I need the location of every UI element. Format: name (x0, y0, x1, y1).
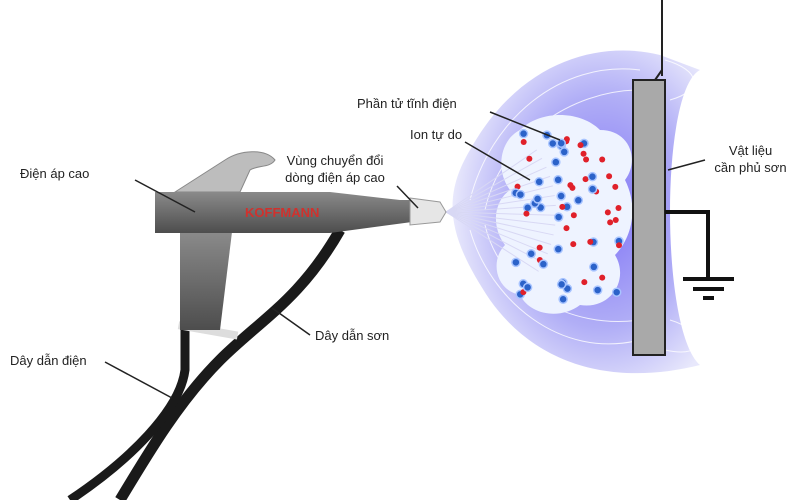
positive-ion (582, 176, 589, 183)
positive-ion (577, 142, 584, 149)
label-free-ion: Ion tự do (410, 127, 463, 142)
positive-ion (523, 210, 530, 217)
negative-particle (522, 282, 533, 293)
label-conversion-zone: Vùng chuyển đổi dòng điện áp cao (270, 152, 400, 186)
positive-ion (587, 238, 594, 245)
negative-particle (534, 177, 544, 187)
positive-ion (536, 244, 543, 251)
positive-ion (599, 274, 606, 281)
positive-ion (583, 156, 590, 163)
negative-particle (556, 138, 566, 148)
positive-ion (559, 203, 566, 210)
ground-icon (665, 210, 734, 300)
label-material-line2: cần phủ sơn (714, 160, 787, 175)
positive-ion (567, 182, 574, 189)
positive-ion (514, 183, 521, 190)
negative-particle (587, 171, 598, 182)
positive-ion (526, 155, 533, 162)
negative-particle (515, 189, 526, 200)
charged-particles (510, 128, 624, 304)
negative-particle (553, 175, 563, 185)
spray-line (445, 211, 552, 245)
spray-gun-hook (173, 151, 276, 193)
spray-line (445, 149, 538, 213)
positive-ion (612, 183, 619, 190)
negative-particle (526, 248, 536, 259)
label-conversion-zone-line2: dòng điện áp cao (285, 170, 385, 185)
spray-line (445, 157, 543, 213)
spray-lines (445, 149, 556, 272)
positive-ion (607, 219, 614, 226)
spray-gun-body (155, 192, 412, 233)
positive-ion (615, 204, 622, 211)
negative-particle (538, 259, 549, 269)
positive-ion (570, 241, 577, 248)
negative-particle (553, 244, 564, 254)
negative-particle (532, 194, 543, 204)
negative-particle (556, 191, 566, 201)
negative-particle (511, 257, 521, 268)
negative-particle (553, 212, 564, 222)
negative-particle (559, 147, 570, 157)
positive-ion (570, 212, 577, 219)
brand-logo: KOFFMANN (245, 205, 319, 220)
positive-ion (520, 138, 527, 145)
spray-line (445, 211, 548, 255)
positive-ion (616, 242, 623, 249)
spray-gun-handle (180, 232, 232, 330)
positive-ion (581, 279, 588, 286)
nozzle (409, 197, 447, 226)
label-paint-hose: Dây dẫn sơn (315, 328, 390, 343)
negative-particle (587, 184, 598, 194)
spray-line (445, 211, 554, 236)
label-material-line1: Vật liệu (728, 143, 773, 158)
negative-particle (611, 287, 622, 297)
paint-hose (115, 227, 345, 500)
positive-ion (563, 225, 570, 232)
spray-line (445, 211, 556, 216)
negative-particle (551, 157, 561, 167)
positive-ion (604, 209, 611, 216)
label-high-voltage: Điện áp cao (20, 166, 90, 181)
positive-ion (599, 156, 606, 163)
spray-line (445, 175, 551, 213)
power-cable (67, 330, 190, 500)
negative-particle (556, 279, 567, 290)
label-power-cable: Dây dẫn điện (10, 353, 87, 368)
negative-particle (518, 128, 529, 139)
negative-particle (589, 262, 599, 272)
spray-line (445, 185, 553, 213)
positive-ion (580, 150, 587, 157)
spray-line (445, 211, 556, 226)
negative-particle (547, 138, 558, 149)
leader-lines (104, 111, 706, 399)
spray-line (445, 166, 547, 213)
negative-particle (558, 294, 568, 304)
negative-particle (592, 285, 603, 295)
spray-line (445, 211, 539, 272)
label-material: Vật liệu cần phủ sơn (708, 142, 793, 176)
negative-particle (573, 195, 584, 206)
positive-ion (606, 173, 613, 180)
label-conversion-zone-line1: Vùng chuyển đổi (286, 153, 384, 168)
label-electrostatic-particle: Phần tử tĩnh điện (357, 96, 457, 111)
positive-ion (612, 217, 619, 224)
workpiece-panel (632, 79, 666, 356)
